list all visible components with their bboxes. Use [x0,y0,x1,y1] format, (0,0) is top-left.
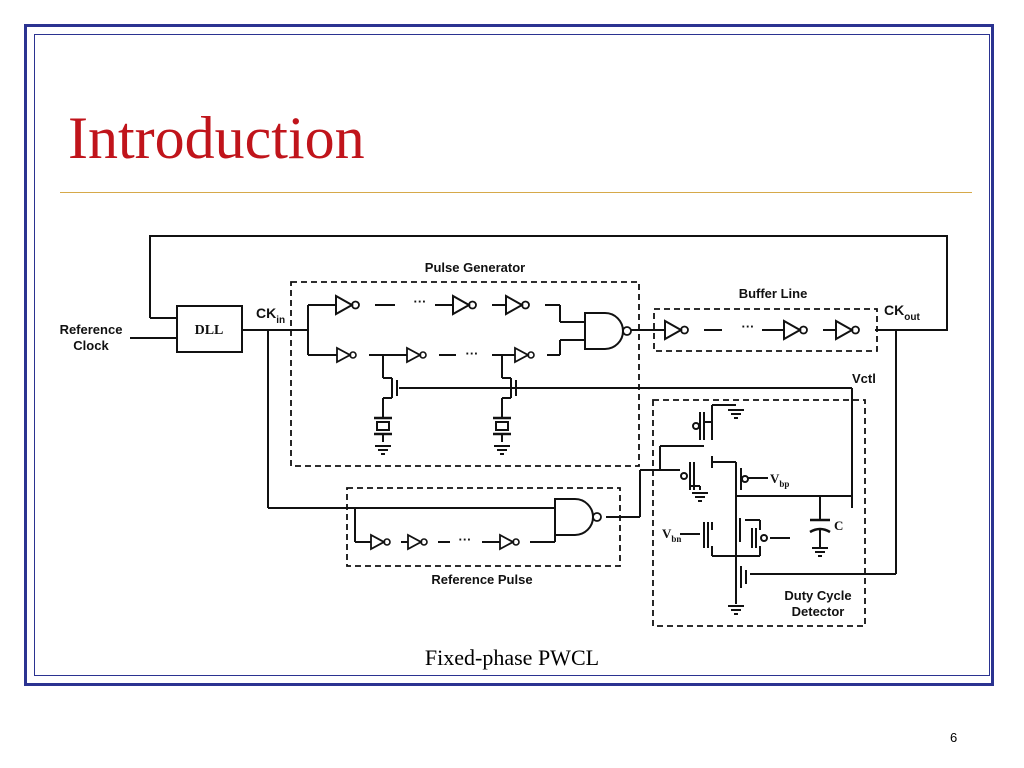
vbn-label: Vbn [662,526,681,544]
duty-cycle-detector-box [652,399,866,627]
dll-label: DLL [195,323,224,338]
vctl-label: Vctl [852,371,876,386]
slide-title: Introduction [68,105,365,171]
starving-transistor-1 [382,377,398,412]
capacitor-label: C [834,518,843,533]
ellipsis-upper: ··· [414,294,427,309]
reference-clock-label-1: Reference [60,322,123,337]
capacitor-c [809,518,831,534]
duty-cycle-detector-label-1: Duty Cycle [784,588,851,603]
reference-pulse-label: Reference Pulse [431,572,532,587]
starving-transistor-2 [501,377,517,412]
ellipsis-buffer: ··· [742,319,755,334]
dcd-transistors [680,412,768,588]
ellipsis-reference: ··· [459,532,472,547]
slide-frame-inner [34,34,990,676]
dll-block [176,305,243,353]
title-rule [60,192,972,193]
pulse-generator-label: Pulse Generator [425,260,525,275]
ck-in-label: CKin [256,305,285,326]
circuit-wires [130,235,948,604]
pulse-generator-box [290,281,640,467]
reference-clock-label-2: Clock [73,338,109,353]
reference-pulse-box [346,487,621,567]
ck-out-label: CKout [884,302,920,323]
reference-nand-gate [554,498,602,536]
pulse-nand-gate [584,312,632,350]
duty-cycle-detector-label-2: Detector [792,604,845,619]
buffer-line-label: Buffer Line [739,286,808,301]
slide-frame-outer [24,24,994,686]
page-number: 6 [950,730,958,745]
figure-caption: Fixed-phase PWCL [424,645,600,670]
ellipsis-lower: ··· [466,346,479,361]
vbp-label: Vbp [770,471,789,489]
buffer-line-box [653,308,878,352]
